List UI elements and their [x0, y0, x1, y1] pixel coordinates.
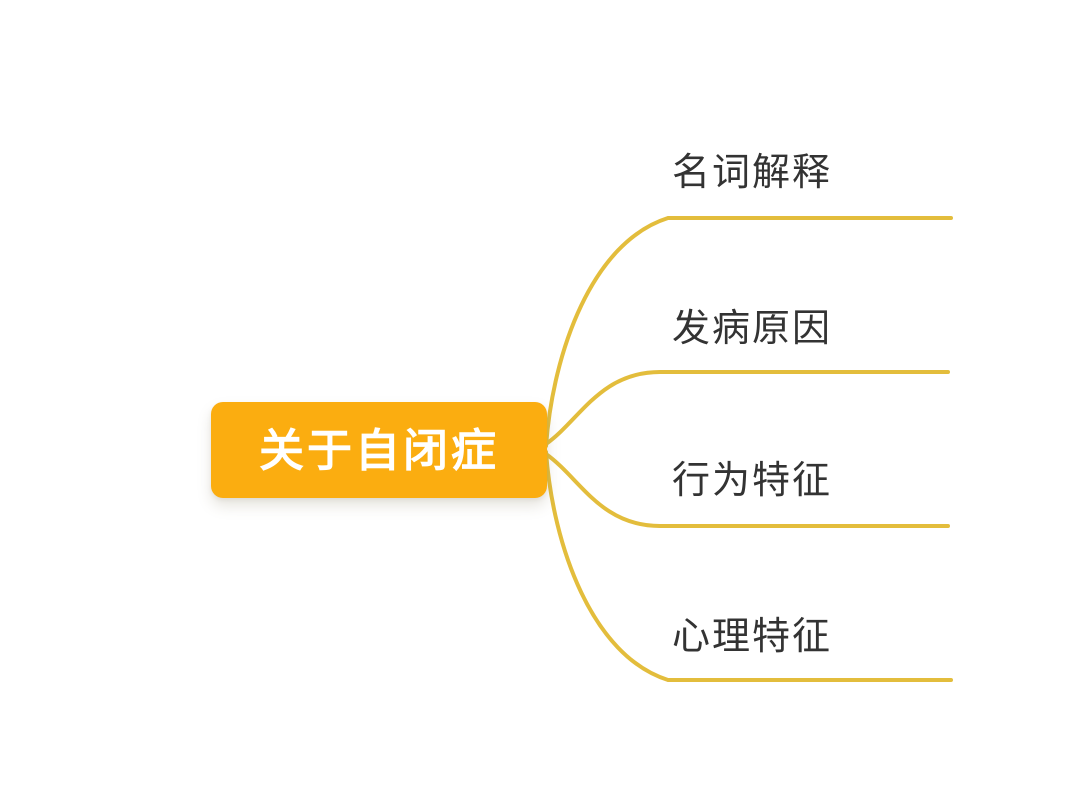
branch-3-connector-line [544, 452, 950, 528]
root-topic-label: 关于自闭症 [258, 424, 499, 476]
root-topic-node[interactable]: 关于自闭症 [211, 402, 547, 498]
branch-topic-behavioral-traits[interactable]: 行为特征 [672, 460, 833, 502]
branch-4-connector-line [544, 450, 953, 682]
branch-2-connector-line [544, 370, 950, 446]
branch-topic-causes[interactable]: 发病原因 [672, 308, 833, 350]
branch-topic-term-definition[interactable]: 名词解释 [672, 152, 833, 194]
branch-topic-psychological-traits[interactable]: 心理特征 [672, 616, 833, 658]
branch-1-connector-line [544, 216, 953, 448]
